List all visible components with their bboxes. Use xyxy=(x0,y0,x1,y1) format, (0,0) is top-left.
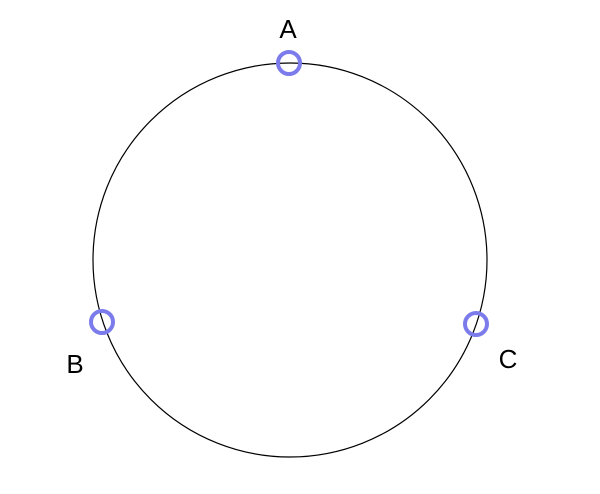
point-a-marker[interactable] xyxy=(276,50,302,76)
point-b-label: B xyxy=(66,349,83,379)
point-b-marker[interactable] xyxy=(89,309,115,335)
point-c-label: C xyxy=(499,344,518,374)
main-circle xyxy=(92,62,488,458)
point-c-marker[interactable] xyxy=(463,311,489,337)
point-a-label: A xyxy=(279,14,297,44)
